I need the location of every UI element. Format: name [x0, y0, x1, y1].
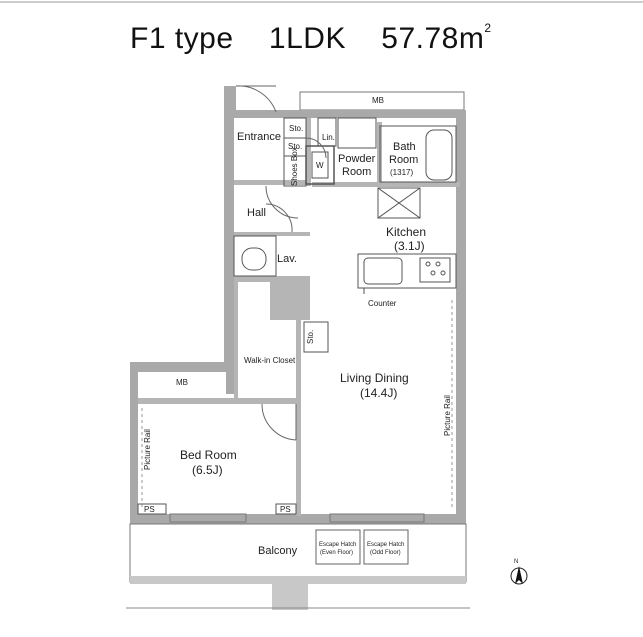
mb-top-label: MB: [372, 96, 384, 105]
picture-rail-left-label: Picture Rail: [143, 429, 152, 470]
entrance-fixtures: [233, 117, 457, 353]
ps-right-box: [275, 503, 297, 515]
type-label: F1 type: [130, 22, 234, 55]
hall-label: Hall: [247, 207, 266, 219]
living-size-label: (14.4J): [360, 386, 397, 400]
lin-label: Lin.: [322, 133, 335, 142]
area-superscript: 2: [484, 21, 492, 35]
picture-rail-right-label: Picture Rail: [443, 395, 452, 436]
bath-size-label: (1317): [390, 168, 413, 177]
plan-title: F1 type 1LDK 57.78m2: [130, 21, 492, 56]
balcony-label: Balcony: [258, 545, 298, 557]
balcony-area: [129, 523, 467, 583]
mb-left-label: MB: [176, 378, 188, 387]
ps-left-label: PS: [144, 505, 155, 514]
kitchen-size-label: (3.1J): [394, 239, 425, 253]
ps-right-label: PS: [280, 505, 291, 514]
kitchen-label: Kitchen: [386, 225, 426, 239]
escape-odd-label-1: Escape Hatch: [367, 542, 404, 548]
layout-label: 1LDK: [268, 22, 346, 55]
outer-walls: [130, 86, 466, 524]
escape-even-label-2: (Even Floor): [320, 550, 353, 556]
lav-label: Lav.: [277, 253, 297, 265]
escape-even-label-1: Escape Hatch: [319, 542, 356, 548]
stove-icon: [425, 261, 446, 276]
north-compass: [510, 566, 528, 585]
bath-label-2: Room: [389, 154, 418, 166]
powder-label-2: Room: [342, 166, 371, 178]
walk-in-closet-label: Walk-in Closet: [244, 356, 296, 365]
bath-label-1: Bath: [393, 141, 416, 153]
sto-label-3: Sto.: [306, 330, 315, 344]
entrance-label: Entrance: [237, 131, 281, 143]
living-dining-label: Living Dining: [340, 371, 409, 385]
ps-left-box: [137, 503, 167, 515]
escape-hatches: [315, 529, 409, 565]
kitchen-counter: [357, 253, 457, 294]
bed-size-label: (6.5J): [192, 463, 223, 477]
north-label: N: [514, 559, 518, 565]
escape-odd-label-2: (Odd Floor): [370, 550, 401, 556]
area-label: 57.78m: [381, 22, 485, 55]
sto-label-2: Sto.: [288, 142, 302, 151]
bed-room-label: Bed Room: [180, 448, 237, 462]
powder-label-1: Powder: [338, 153, 376, 165]
counter-label: Counter: [368, 299, 397, 308]
interior-walls: [138, 118, 460, 516]
sto-label-1: Sto.: [289, 124, 303, 133]
door-swings: [235, 85, 327, 441]
windows: [169, 513, 425, 523]
balcony-pillar: [272, 576, 308, 610]
shoes-box-label: Shoes Box: [290, 147, 299, 186]
w-label: W: [316, 161, 324, 170]
